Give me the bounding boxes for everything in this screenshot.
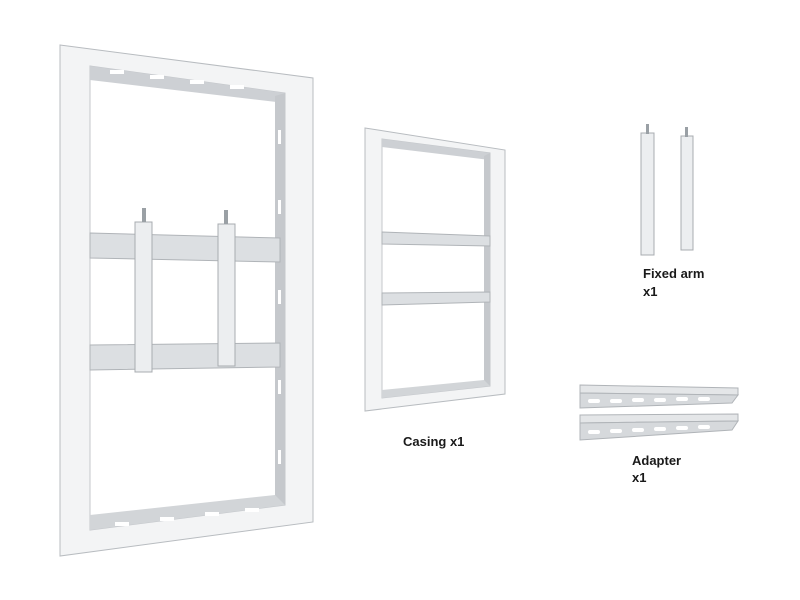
- fixed-arm-label: Fixed arm: [643, 266, 705, 281]
- fixed-arms: [640, 124, 694, 256]
- fixed-arm-quantity: x1: [643, 284, 658, 299]
- adapters: [579, 384, 739, 441]
- casing-label: Casing x1: [403, 434, 465, 449]
- adapter-quantity: x1: [632, 470, 647, 485]
- assembled-casing-large: [59, 44, 314, 557]
- casing: [364, 127, 506, 412]
- adapter-label: Adapter: [632, 453, 682, 468]
